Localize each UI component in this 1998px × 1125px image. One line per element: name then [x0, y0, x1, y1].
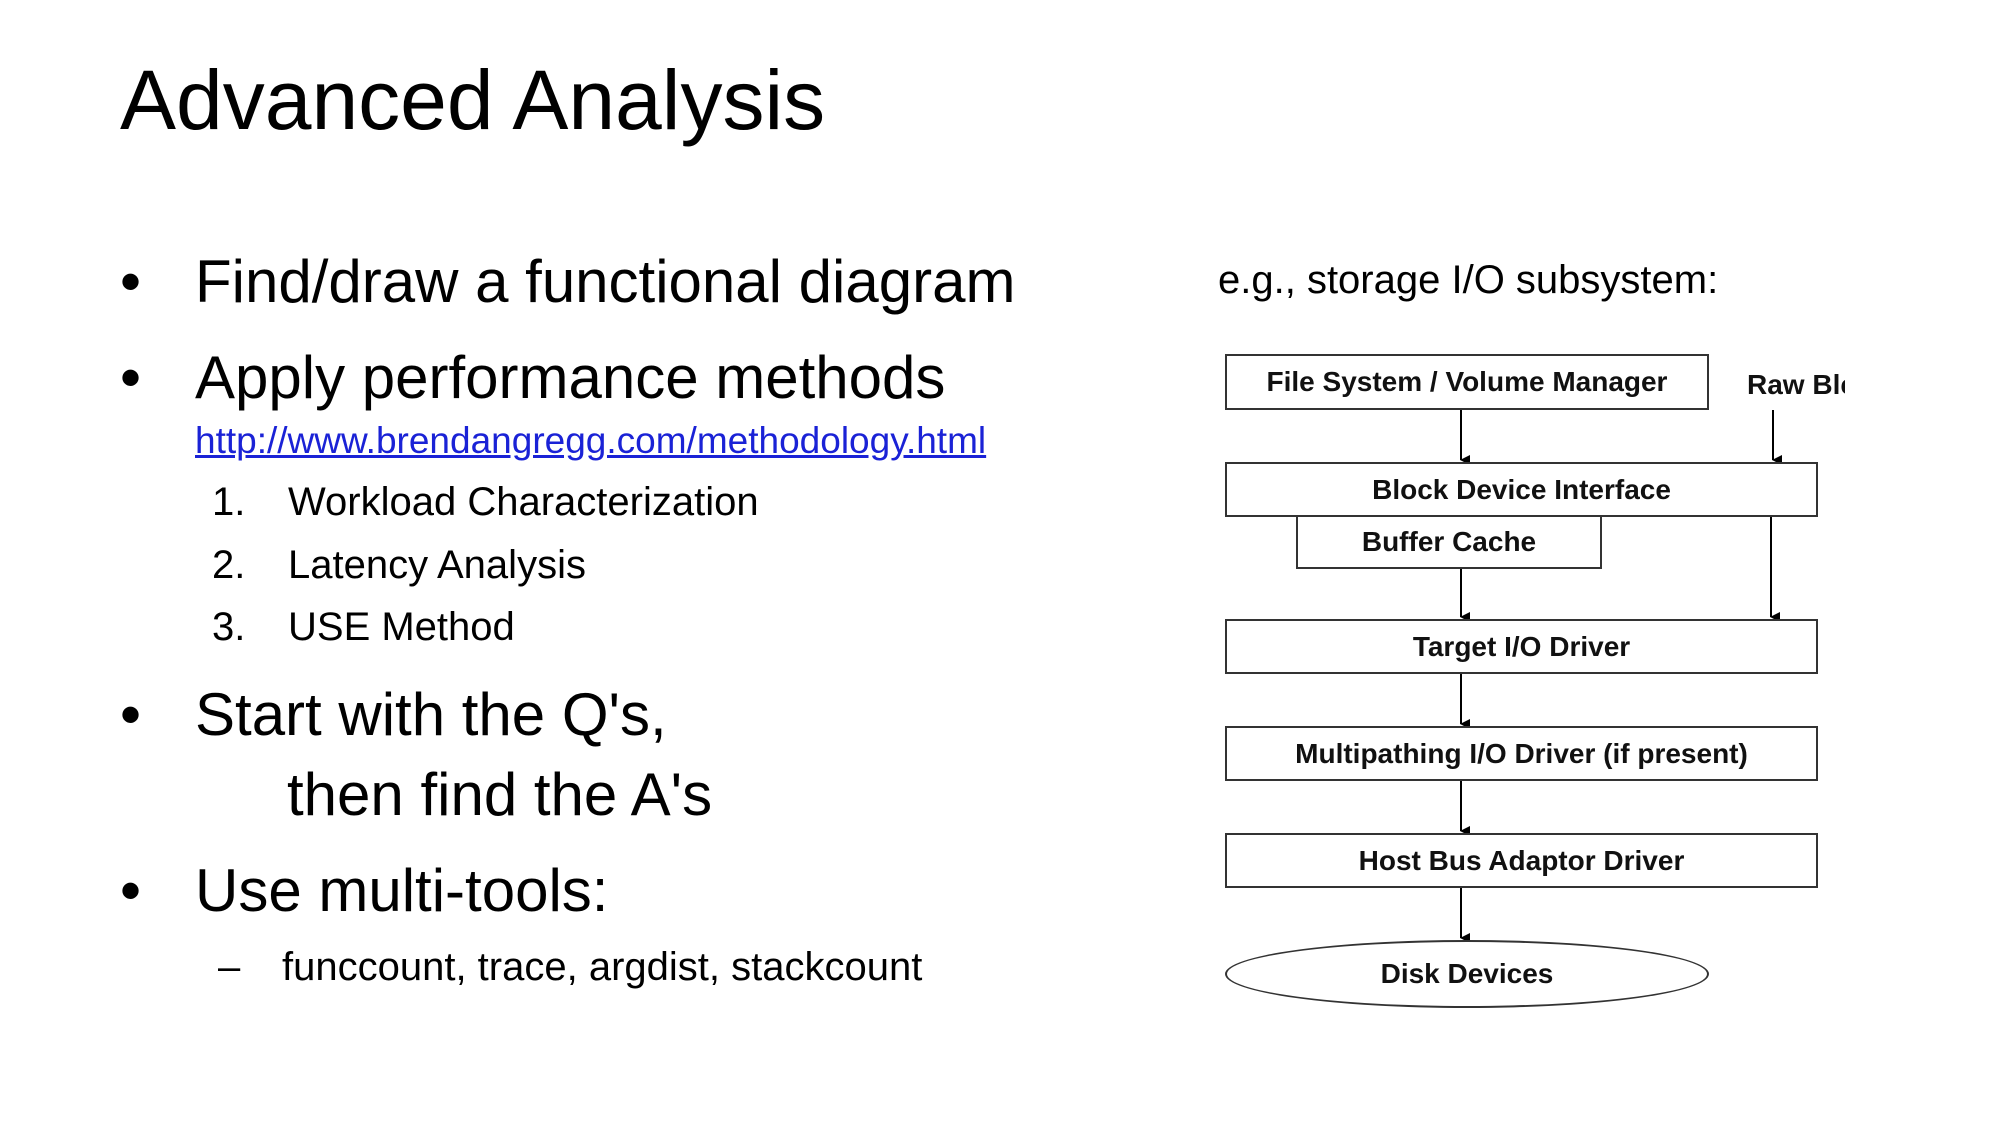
method-text: Latency Analysis — [288, 543, 586, 587]
storage-io-diagram: File System / Volume Manager Raw Blc Blo… — [1225, 340, 1845, 1040]
raw-block-label: Raw Blc — [1747, 369, 1845, 400]
bullet-text: Start with the Q's, — [195, 681, 667, 748]
block-device-interface-box: Block Device Interface — [1225, 462, 1818, 517]
dash-marker: – — [218, 945, 241, 989]
disk-devices-ellipse: Disk Devices — [1225, 940, 1709, 1008]
method-text: USE Method — [288, 605, 515, 649]
file-system-box: File System / Volume Manager — [1225, 354, 1709, 410]
bullet-text: Apply performance methods — [195, 344, 946, 411]
bullet-marker: • — [120, 248, 142, 315]
bullet-text: Use multi-tools: — [195, 857, 609, 924]
target-io-driver-box: Target I/O Driver — [1225, 619, 1818, 674]
host-bus-adaptor-box: Host Bus Adaptor Driver — [1225, 833, 1818, 888]
method-number: 1. — [212, 480, 246, 524]
bullet-text: Find/draw a functional diagram — [195, 248, 1016, 315]
diagram-caption: e.g., storage I/O subsystem: — [1218, 258, 1719, 302]
bullet-marker: • — [120, 344, 142, 411]
multipathing-driver-box: Multipathing I/O Driver (if present) — [1225, 726, 1818, 781]
buffer-cache-box: Buffer Cache — [1296, 515, 1602, 569]
diagram-arrows — [1460, 410, 1782, 943]
tools-list: funccount, trace, argdist, stackcount — [282, 945, 923, 989]
method-number: 2. — [212, 543, 246, 587]
method-number: 3. — [212, 605, 246, 649]
methodology-link[interactable]: http://www.brendangregg.com/methodology.… — [195, 420, 987, 461]
slide-title: Advanced Analysis — [120, 53, 826, 147]
bullet-marker: • — [120, 681, 142, 748]
bullet-marker: • — [120, 857, 142, 924]
method-text: Workload Characterization — [288, 480, 759, 524]
bullet-continuation: then find the A's — [287, 761, 713, 828]
